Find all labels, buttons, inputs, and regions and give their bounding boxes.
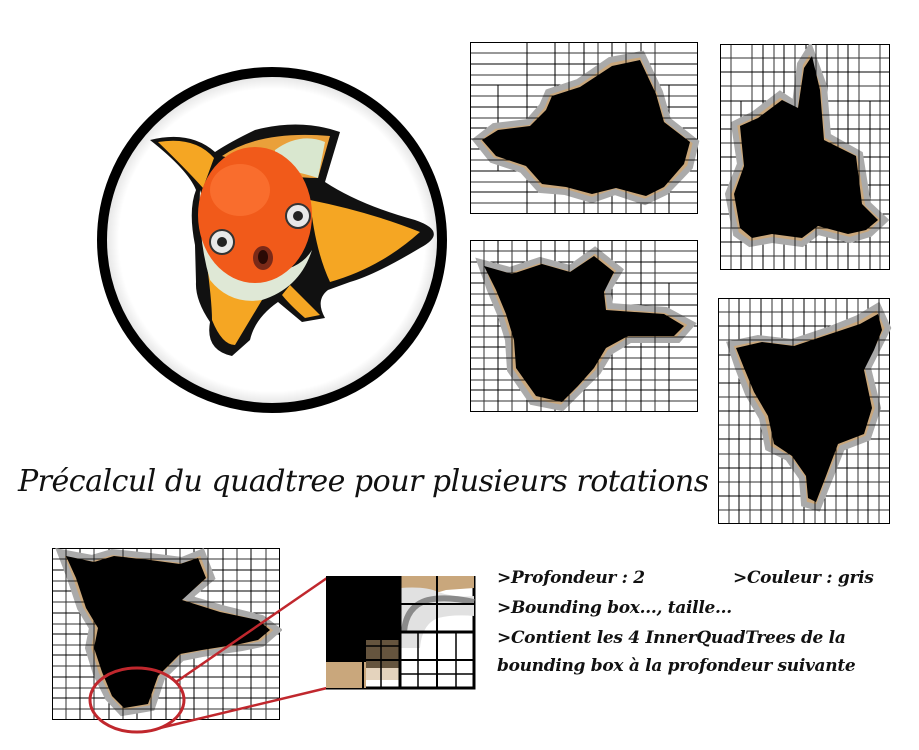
note-contains-line1: >Contient les 4 InnerQuadTrees de la (497, 628, 846, 648)
note-contains-line2: bounding box à la profondeur suivante (497, 656, 856, 676)
goldfish-icon (150, 124, 434, 356)
quadtree-rotation-1 (470, 42, 700, 214)
highlight-ellipse (88, 666, 186, 734)
note-depth: >Profondeur : 2 (497, 568, 645, 588)
connector-line-bottom (159, 686, 328, 730)
note-bounding-box: >Bounding box..., taille... (497, 598, 732, 618)
quadtree-rotation-3 (470, 240, 698, 412)
quadtree-rotation-4 (718, 298, 892, 524)
connector-line-top (175, 576, 328, 684)
zoomed-node (326, 576, 476, 690)
note-color: >Couleur : gris (733, 568, 874, 588)
quadtree-rotation-2 (720, 44, 890, 270)
fish-circle-image (97, 67, 447, 413)
diagram-caption: Précalcul du quadtree pour plusieurs rot… (18, 464, 709, 499)
